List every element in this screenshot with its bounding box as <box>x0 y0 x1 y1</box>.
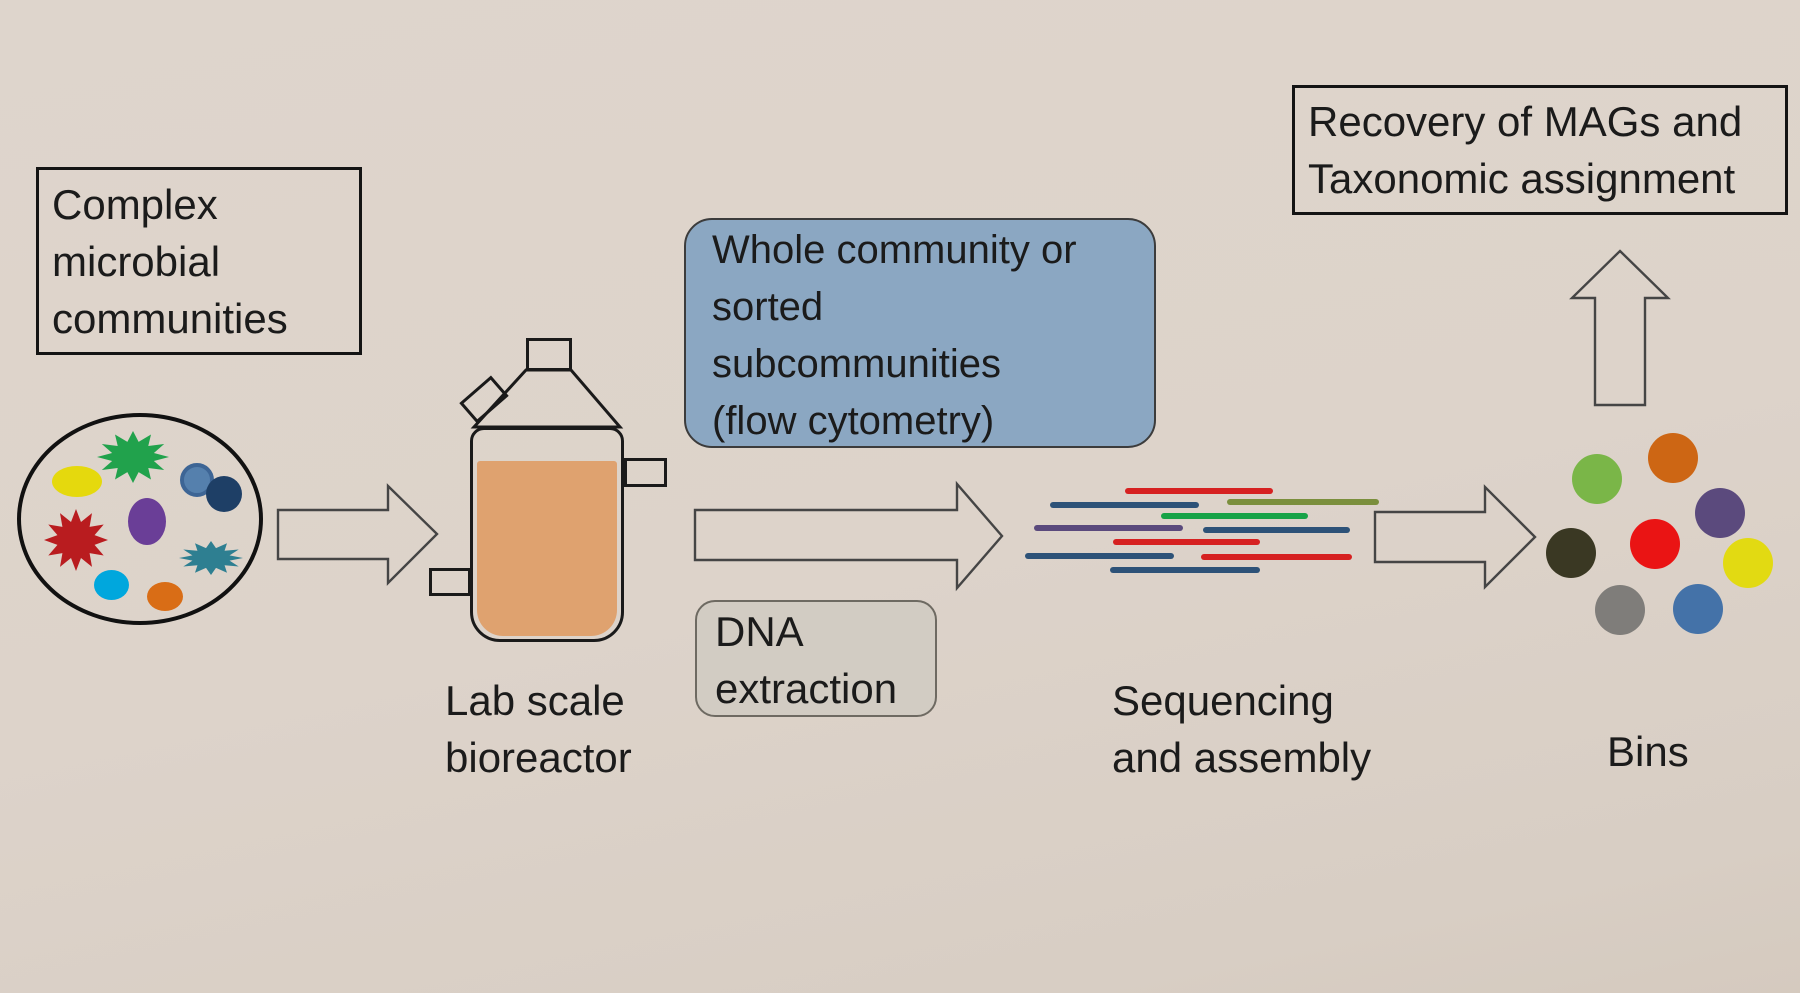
bin-darkolive <box>1546 528 1596 578</box>
bins-label: Bins <box>1607 728 1689 775</box>
text-line: communities <box>52 295 288 342</box>
read-navy <box>1050 502 1199 508</box>
read-olive <box>1227 499 1379 505</box>
arrow-bins-to-recovery <box>1569 249 1671 407</box>
sequencing-label: Sequencing and assembly <box>1112 672 1371 786</box>
whole-community-box: Whole community or sorted subcommunities… <box>684 218 1156 448</box>
text-line: (flow cytometry) <box>712 399 995 443</box>
text-line: Recovery of MAGs and <box>1308 98 1743 145</box>
bin-orange <box>1648 433 1698 483</box>
text-line: subcommunities <box>712 342 1002 386</box>
text-line: Complex <box>52 181 218 228</box>
read-red <box>1125 488 1273 494</box>
bottle-left-port <box>429 568 471 596</box>
text-line: and assembly <box>1112 734 1372 781</box>
bin-steelblue <box>1673 584 1723 634</box>
read-navy <box>1203 527 1350 533</box>
text-line: extraction <box>715 665 898 712</box>
text-line: Whole community or <box>712 228 1077 272</box>
text-line: sorted <box>712 285 824 329</box>
arrow-sequencing-to-bins <box>1373 484 1537 590</box>
text-line: bioreactor <box>445 734 632 781</box>
text-line: Lab scale <box>445 677 625 724</box>
recovery-mags-box: Recovery of MAGs and Taxonomic assignmen… <box>1292 85 1788 215</box>
bottle-body <box>470 427 624 642</box>
read-navy <box>1110 567 1260 573</box>
read-green <box>1161 513 1308 519</box>
read-red <box>1201 554 1352 560</box>
petri-dish <box>17 413 263 625</box>
read-purple <box>1034 525 1183 531</box>
bottle-cap <box>526 338 572 371</box>
complex-communities-box: Complex microbial communities <box>36 167 362 355</box>
dna-extraction-box: DNA extraction <box>695 600 937 717</box>
text-line: Sequencing <box>1112 677 1334 724</box>
bioreactor-label: Lab scale bioreactor <box>445 672 632 786</box>
bin-lightgreen <box>1572 454 1622 504</box>
bin-yellow <box>1723 538 1773 588</box>
read-red <box>1113 539 1260 545</box>
bin-gray <box>1595 585 1645 635</box>
bin-purple <box>1695 488 1745 538</box>
text-line: microbial <box>52 238 221 285</box>
arrow-bioreactor-to-sequencing <box>693 480 1004 592</box>
arrow-communities-to-bioreactor <box>276 483 439 586</box>
bottle-neck <box>470 368 624 429</box>
bottle-right-port <box>624 458 667 487</box>
read-navy <box>1025 553 1174 559</box>
text-line: Taxonomic assignment <box>1308 155 1736 202</box>
bottle-liquid <box>477 461 617 636</box>
text-line: DNA <box>715 608 804 655</box>
bin-red <box>1630 519 1680 569</box>
